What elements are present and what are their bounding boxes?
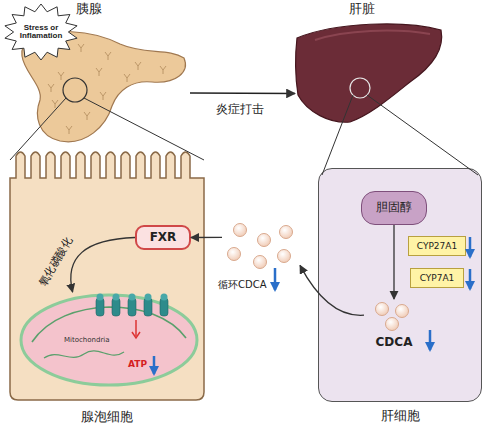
tissue-texture [124, 74, 130, 82]
organ-title: 肝脏 [349, 2, 375, 17]
membrane-protein [96, 298, 104, 316]
molecule-name: CDCA [364, 336, 424, 350]
liver-outline [296, 24, 442, 122]
cdca-molecule [234, 224, 247, 237]
tissue-texture [78, 44, 84, 52]
tissue-texture [100, 92, 106, 100]
membrane-protein [161, 294, 168, 301]
hepatocyte: 肝细胞胆固醇CYP27A1CYP7A1CDCA [318, 168, 482, 402]
edge-label: 炎症打击 [216, 103, 264, 116]
cdca-molecule [396, 305, 409, 318]
acinar-cell: 腺泡细胞FXRMitochondria [8, 148, 206, 402]
membrane-protein [144, 298, 152, 316]
enzyme-name: CYP27A1 [409, 237, 465, 255]
flow-arrow [190, 92, 295, 94]
enzyme-box: CYP27A1 [408, 236, 466, 256]
enzyme-name: CYP7A1 [411, 269, 463, 287]
acinar-cell-outline [10, 152, 204, 400]
cdca-molecule [280, 226, 293, 239]
proton-arrow [135, 320, 137, 336]
membrane-protein [160, 298, 168, 316]
substrate-name: 胆固醇 [362, 192, 426, 224]
cdca-molecule [228, 248, 241, 261]
molecule-name: 循环CDCA [218, 279, 267, 291]
mitochondrion-outline [21, 295, 197, 385]
organelle-name: Mitochondria [64, 336, 110, 344]
substrate-box: 胆固醇 [361, 191, 427, 225]
membrane-protein [145, 294, 152, 301]
liver-highlight [315, 31, 430, 40]
liver-organ-shape [295, 20, 445, 125]
zoom-line [367, 95, 478, 175]
membrane-protein [97, 294, 104, 301]
tissue-texture [84, 112, 90, 120]
organ-title: 胰腺 [76, 2, 102, 17]
cell-title: 肝细胞 [319, 409, 481, 424]
burst-outline [5, 4, 77, 60]
receptor-box: FXR [135, 225, 191, 250]
cdca-molecule [258, 234, 271, 247]
membrane-protein [112, 298, 120, 316]
crista [44, 351, 124, 358]
pancreas-organ: 胰腺 Stress or Inflamation [0, 0, 190, 150]
liver-organ: 肝脏 [295, 20, 445, 125]
cdca-molecule [278, 250, 291, 263]
tissue-texture [48, 84, 54, 92]
membrane-protein [128, 298, 136, 316]
energy-label: ATP [128, 360, 147, 370]
cdca-molecule [386, 318, 399, 331]
tissue-texture [52, 100, 58, 108]
cdca-molecule [254, 256, 267, 269]
tissue-texture [105, 52, 111, 60]
cdca-molecule [376, 303, 389, 316]
tissue-texture [135, 62, 141, 70]
tissue-texture [160, 66, 166, 74]
membrane-protein [113, 294, 120, 301]
decrease-arrow [274, 268, 277, 290]
receptor-name: FXR [137, 227, 189, 248]
bile-acid-pool: CDCA [364, 299, 424, 353]
enzyme-box: CYP7A1 [410, 268, 464, 288]
circulating-bile-acid: 循环CDCA [222, 222, 300, 292]
proton-arrow [132, 332, 140, 338]
tissue-texture [96, 68, 102, 76]
mitochondrion: Mitochondria [18, 292, 200, 388]
tissue-texture [66, 126, 72, 134]
membrane-protein [129, 294, 136, 301]
tissue-texture [58, 72, 64, 80]
stress-burst: Stress or Inflamation [3, 3, 79, 61]
burst-text: Stress or Inflamation [14, 15, 68, 49]
cell-title: 腺泡细胞 [8, 410, 206, 425]
